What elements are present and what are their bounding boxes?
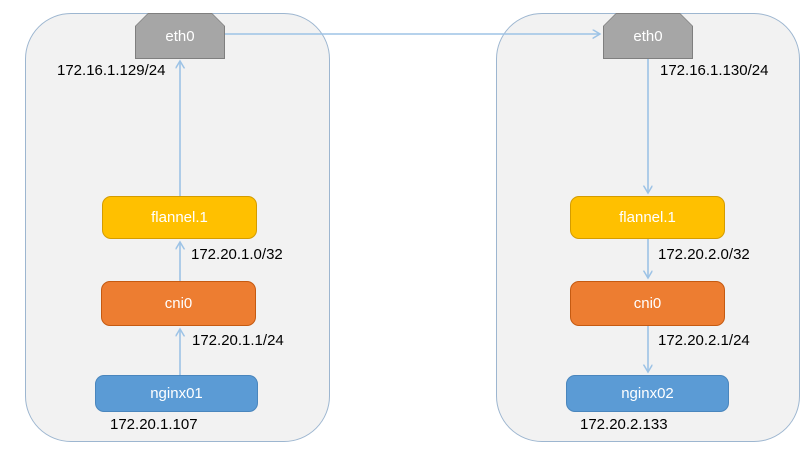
flannel1-ip-node2: 172.20.2.0/32 bbox=[658, 246, 750, 263]
eth0-interface-node2: eth0 bbox=[603, 13, 693, 59]
cni0-interface-node2: cni0 bbox=[570, 281, 725, 326]
eth0-label-node1: eth0 bbox=[136, 14, 224, 58]
eth0-ip-node2: 172.16.1.130/24 bbox=[660, 62, 769, 79]
flannel1-label-node2: flannel.1 bbox=[619, 209, 676, 226]
cni0-label-node1: cni0 bbox=[164, 295, 193, 312]
flannel1-interface-node1: flannel.1 bbox=[102, 196, 257, 239]
eth0-interface-node1: eth0 bbox=[135, 13, 225, 59]
nginx02-label: nginx02 bbox=[621, 385, 674, 402]
nginx01-pod: nginx01 bbox=[95, 375, 258, 412]
nginx02-pod: nginx02 bbox=[566, 375, 729, 412]
cni0-ip-node2: 172.20.2.1/24 bbox=[658, 332, 750, 349]
nginx02-pod-ip: 172.20.2.133 bbox=[580, 416, 668, 433]
flannel1-label-node1: flannel.1 bbox=[151, 209, 208, 226]
cni0-interface-node1: cni0 bbox=[101, 281, 256, 326]
cni0-ip-node1: 172.20.1.1/24 bbox=[192, 332, 284, 349]
eth0-label-node2: eth0 bbox=[604, 14, 692, 58]
cni0-label-node2: cni0 bbox=[633, 295, 662, 312]
flannel1-interface-node2: flannel.1 bbox=[570, 196, 725, 239]
nginx01-label: nginx01 bbox=[150, 385, 203, 402]
flannel1-ip-node1: 172.20.1.0/32 bbox=[191, 246, 283, 263]
eth0-ip-node1: 172.16.1.129/24 bbox=[57, 62, 166, 79]
nginx01-pod-ip: 172.20.1.107 bbox=[110, 416, 198, 433]
